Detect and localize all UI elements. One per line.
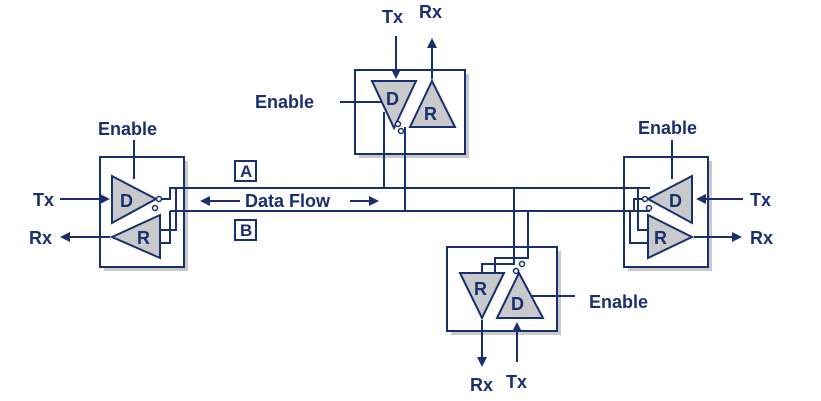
right-tx-label: Tx: [750, 190, 771, 210]
line-a-label: A: [240, 162, 252, 181]
line-b-box: [234, 219, 257, 241]
bottom-driver-label: D: [511, 294, 524, 314]
bottom-transceiver-box: [446, 246, 561, 335]
top-driver: [370, 80, 418, 131]
bottom-driver: [495, 270, 545, 319]
left-receiver: [109, 213, 161, 260]
right-rx-label: Rx: [750, 228, 773, 248]
bottom-tx-label: Tx: [506, 372, 527, 392]
right-receiver-label: R: [654, 228, 667, 248]
top-receiver-label: R: [424, 104, 437, 124]
data-flow-label: Data Flow: [245, 191, 331, 211]
line-a-box: [234, 160, 257, 182]
right-driver-label: D: [669, 191, 682, 211]
top-receiver: [408, 78, 457, 128]
bottom-rx-label: Rx: [470, 375, 493, 395]
top-driver-label: D: [386, 89, 399, 109]
left-driver-label: D: [120, 191, 133, 211]
bottom-receiver-label: R: [474, 279, 487, 299]
left-driver: [111, 174, 159, 225]
top-rx-label: Rx: [419, 2, 442, 22]
bottom-enable-label: Enable: [589, 292, 648, 312]
left-enable-label: Enable: [98, 119, 157, 139]
line-b-label: B: [240, 221, 252, 240]
left-tx-label: Tx: [33, 190, 54, 210]
left-rx-label: Rx: [29, 228, 52, 248]
top-enable-label: Enable: [255, 92, 314, 112]
right-receiver: [647, 213, 695, 260]
right-enable-label: Enable: [638, 118, 697, 138]
left-receiver-label: R: [137, 228, 150, 248]
right-driver: [645, 174, 693, 225]
top-tx-label: Tx: [382, 7, 403, 27]
